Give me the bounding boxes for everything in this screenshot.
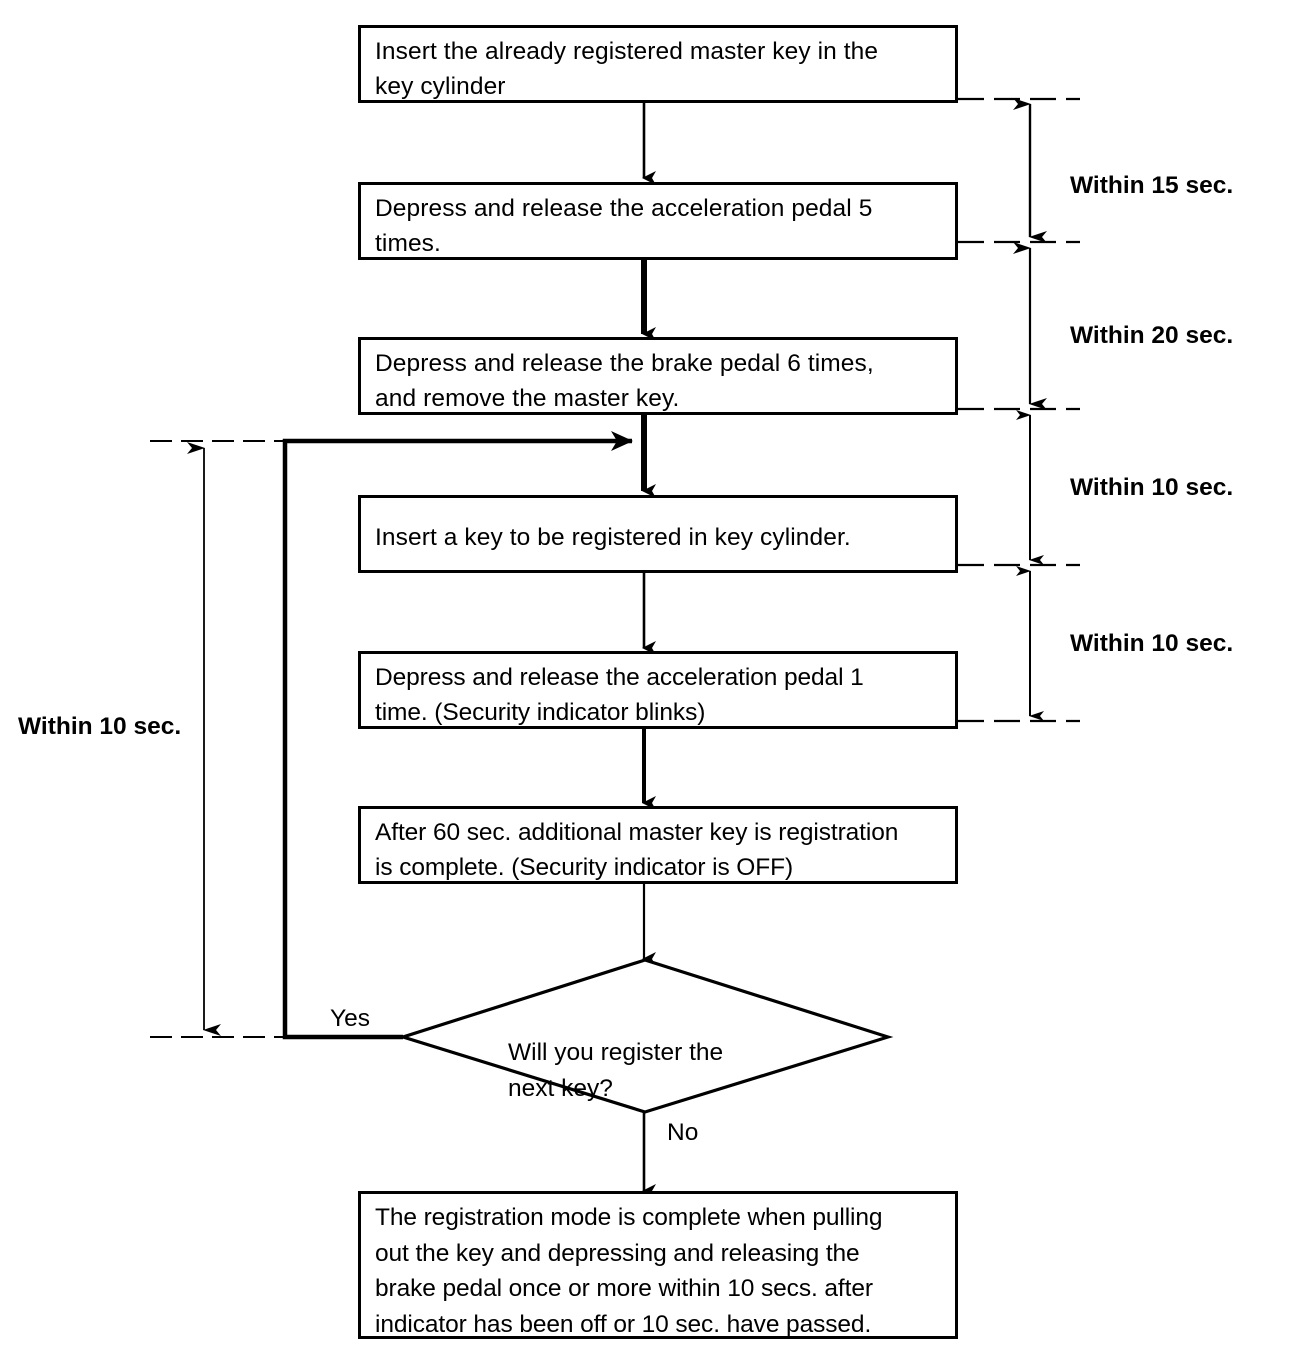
- node-step2-text: Depress and release the acceleration ped…: [375, 195, 873, 257]
- node-step6[interactable]: After 60 sec. additional master key is r…: [358, 806, 958, 884]
- connector-yes-feedback-loop: [282, 431, 633, 1040]
- decision-label-text: Will you register the next key?: [508, 1039, 724, 1102]
- node-step1[interactable]: Insert the already registered master key…: [358, 25, 958, 103]
- dimension-tick-lines-right: [958, 97, 1080, 723]
- decision-diamond-shape: [397, 958, 894, 1114]
- timing-label-within-10-sec-b: Within 10 sec.: [1070, 630, 1233, 658]
- timing-label-within-15-sec-text: Within 15 sec.: [1070, 172, 1234, 199]
- edge-label-no: No: [667, 1119, 698, 1147]
- node-step3[interactable]: Depress and release the brake pedal 6 ti…: [358, 337, 958, 415]
- timing-label-within-10-sec-a: Within 10 sec.: [1070, 474, 1233, 502]
- node-step5[interactable]: Depress and release the acceleration ped…: [358, 651, 958, 729]
- node-step4[interactable]: Insert a key to be registered in key cyl…: [358, 495, 958, 573]
- timing-label-within-10-sec-c-text: Within 10 sec.: [18, 713, 182, 740]
- timing-label-within-20-sec: Within 20 sec.: [1070, 322, 1233, 350]
- timing-label-within-10-sec-a-text: Within 10 sec.: [1070, 474, 1234, 501]
- edge-label-yes-text: Yes: [330, 1005, 370, 1032]
- node-step3-text: Depress and release the brake pedal 6 ti…: [375, 350, 874, 412]
- timing-label-within-15-sec: Within 15 sec.: [1070, 172, 1233, 200]
- timing-label-within-20-sec-text: Within 20 sec.: [1070, 322, 1234, 349]
- node-step4-text: Insert a key to be registered in key cyl…: [375, 524, 851, 551]
- timing-label-within-10-sec-c: Within 10 sec.: [18, 713, 181, 741]
- node-step6-text: After 60 sec. additional master key is r…: [375, 819, 899, 881]
- timing-label-within-10-sec-b-text: Within 10 sec.: [1070, 630, 1234, 657]
- node-step7-text: The registration mode is complete when p…: [375, 1204, 883, 1338]
- dimension-left-within-10-sec: [150, 440, 285, 1038]
- edge-label-no-text: No: [667, 1119, 699, 1146]
- node-step5-text: Depress and release the acceleration ped…: [375, 664, 864, 726]
- node-step7[interactable]: The registration mode is complete when p…: [358, 1191, 958, 1339]
- decision-label[interactable]: Will you register the next key?: [508, 999, 848, 1107]
- edge-label-yes: Yes: [330, 1005, 370, 1033]
- node-step1-text: Insert the already registered master key…: [375, 38, 879, 100]
- node-step2[interactable]: Depress and release the acceleration ped…: [358, 182, 958, 260]
